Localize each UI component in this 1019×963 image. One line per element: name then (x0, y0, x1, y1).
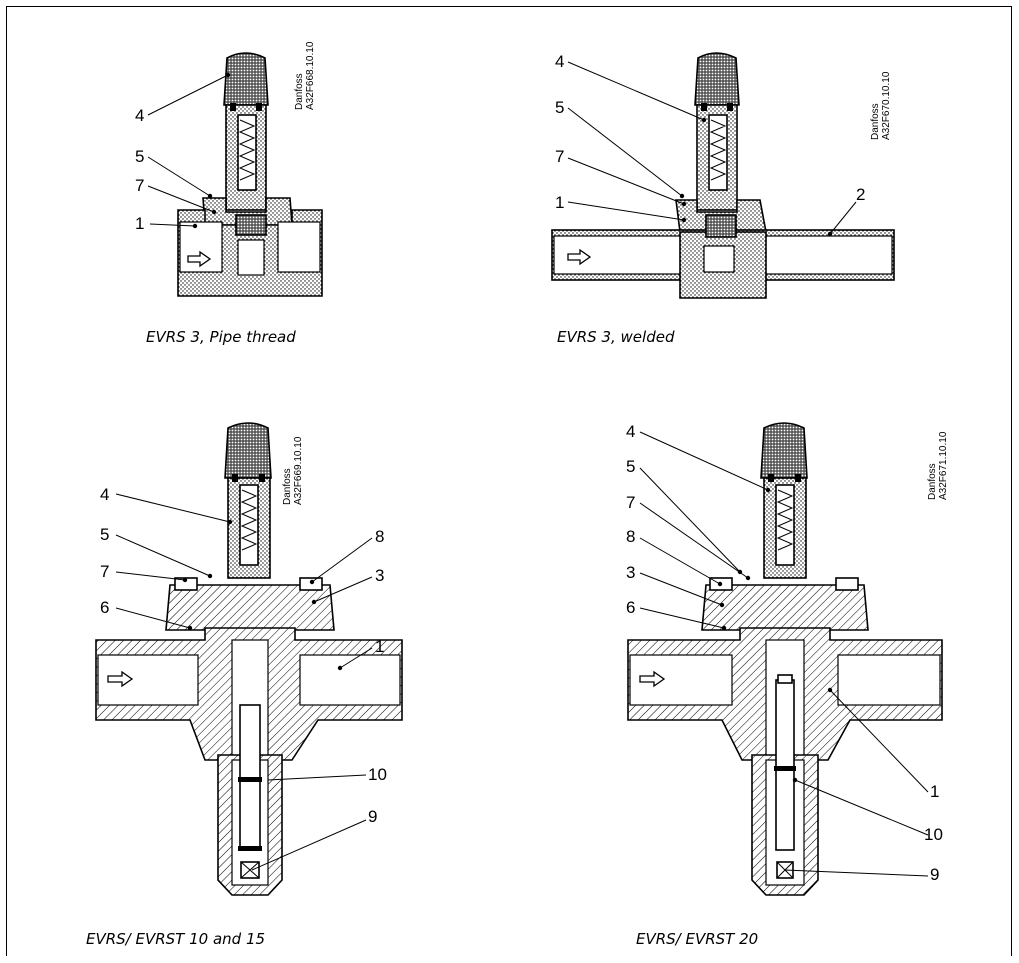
piston-guide (705, 214, 737, 238)
label-9: 9 (368, 807, 377, 826)
outlet-bore (837, 654, 941, 706)
label-7: 7 (100, 562, 109, 581)
bonnet (701, 584, 869, 631)
svg-text:A32F671.10.10: A32F671.10.10 (938, 431, 949, 500)
hex-socket-x (240, 861, 260, 879)
seal-left (768, 474, 774, 482)
svg-text:Danfoss: Danfoss (282, 468, 293, 505)
caption-evrs-20: EVRS/ EVRST 20 (636, 930, 759, 948)
drawing-code-3: Danfoss A32F669.10.10 (282, 436, 304, 505)
svg-text:Danfoss: Danfoss (870, 103, 881, 140)
outlet-bore (277, 221, 321, 273)
label-10: 10 (368, 765, 387, 784)
bolt-left (174, 577, 198, 591)
o-ring-2 (238, 846, 262, 851)
orifice (237, 239, 265, 276)
label-1: 1 (375, 637, 384, 656)
piston-guide (235, 214, 267, 236)
label-3: 3 (375, 566, 384, 585)
spring-chamber (239, 484, 259, 566)
svg-text:A32F668.10.10: A32F668.10.10 (305, 41, 316, 110)
o-ring (774, 766, 796, 771)
bolt-right (835, 577, 859, 591)
label-6: 6 (100, 598, 109, 617)
svg-text:A32F669.10.10: A32F669.10.10 (293, 436, 304, 505)
label-7: 7 (555, 147, 564, 166)
drawing-code-2: Danfoss A32F670.10.10 (870, 71, 892, 140)
diagram-evrs-10-15: 4 5 7 6 8 3 1 10 9 Danfoss A32F669.10.10 (95, 422, 403, 896)
armature-cap (223, 52, 269, 106)
label-7: 7 (135, 176, 144, 195)
seal-right (259, 474, 265, 482)
orifice (703, 245, 735, 273)
bonnet (165, 584, 335, 631)
label-2: 2 (856, 185, 865, 204)
label-4: 4 (555, 52, 564, 71)
label-5: 5 (626, 457, 635, 476)
label-5: 5 (135, 147, 144, 166)
label-8: 8 (375, 527, 384, 546)
seal-right (727, 103, 733, 111)
diagram-evrs3-pipe-thread: 4 5 7 1 Danfoss A32F668.10.10 (135, 41, 323, 297)
label-5: 5 (100, 525, 109, 544)
armature-cap (760, 422, 808, 479)
spring (238, 119, 256, 181)
flow-arrow (639, 670, 666, 688)
seal-left (230, 103, 236, 111)
label-6: 6 (626, 598, 635, 617)
caption-evrs3-pipe-thread: EVRS 3, Pipe thread (146, 328, 296, 346)
label-4: 4 (135, 106, 144, 125)
label-4: 4 (100, 485, 109, 504)
flow-arrow (107, 670, 134, 688)
svg-text:A32F670.10.10: A32F670.10.10 (881, 71, 892, 140)
bolt-right (299, 577, 323, 591)
frame-border (6, 6, 1012, 956)
flow-arrow (187, 250, 212, 268)
seal-left (232, 474, 238, 482)
label-10: 10 (924, 825, 943, 844)
diagram-evrs3-welded: 4 5 7 1 2 Danfoss A32F670.10.10 (551, 52, 895, 299)
spring (240, 489, 258, 551)
diagram-evrs-20: 4 5 7 8 3 6 1 10 9 Danfoss A32F671.10.10 (626, 422, 949, 896)
label-5: 5 (555, 98, 564, 117)
flow-arrow (567, 248, 592, 266)
armature-cap (694, 52, 740, 106)
seal-right (256, 103, 262, 111)
spring-chamber (775, 484, 795, 566)
svg-text:Danfoss: Danfoss (294, 73, 305, 110)
spring (776, 489, 794, 551)
seal-left (701, 103, 707, 111)
drawing-code-4: Danfoss A32F671.10.10 (927, 431, 949, 500)
drawing-code-1: Danfoss A32F668.10.10 (294, 41, 316, 110)
outlet-bore (299, 654, 401, 706)
caption-evrs3-welded: EVRS 3, welded (557, 328, 675, 346)
label-3: 3 (626, 563, 635, 582)
label-7: 7 (626, 493, 635, 512)
armature-cap (224, 422, 272, 479)
caption-evrs-10-15: EVRS/ EVRST 10 and 15 (86, 930, 266, 948)
label-8: 8 (626, 527, 635, 546)
label-1: 1 (930, 782, 939, 801)
o-ring (238, 777, 262, 782)
svg-text:Danfoss: Danfoss (927, 463, 938, 500)
spindle-tip (777, 674, 793, 684)
seal-right (795, 474, 801, 482)
label-1: 1 (135, 214, 144, 233)
spindle (775, 679, 795, 851)
label-9: 9 (930, 865, 939, 884)
spring (709, 119, 727, 181)
label-4: 4 (626, 422, 635, 441)
label-1: 1 (555, 193, 564, 212)
